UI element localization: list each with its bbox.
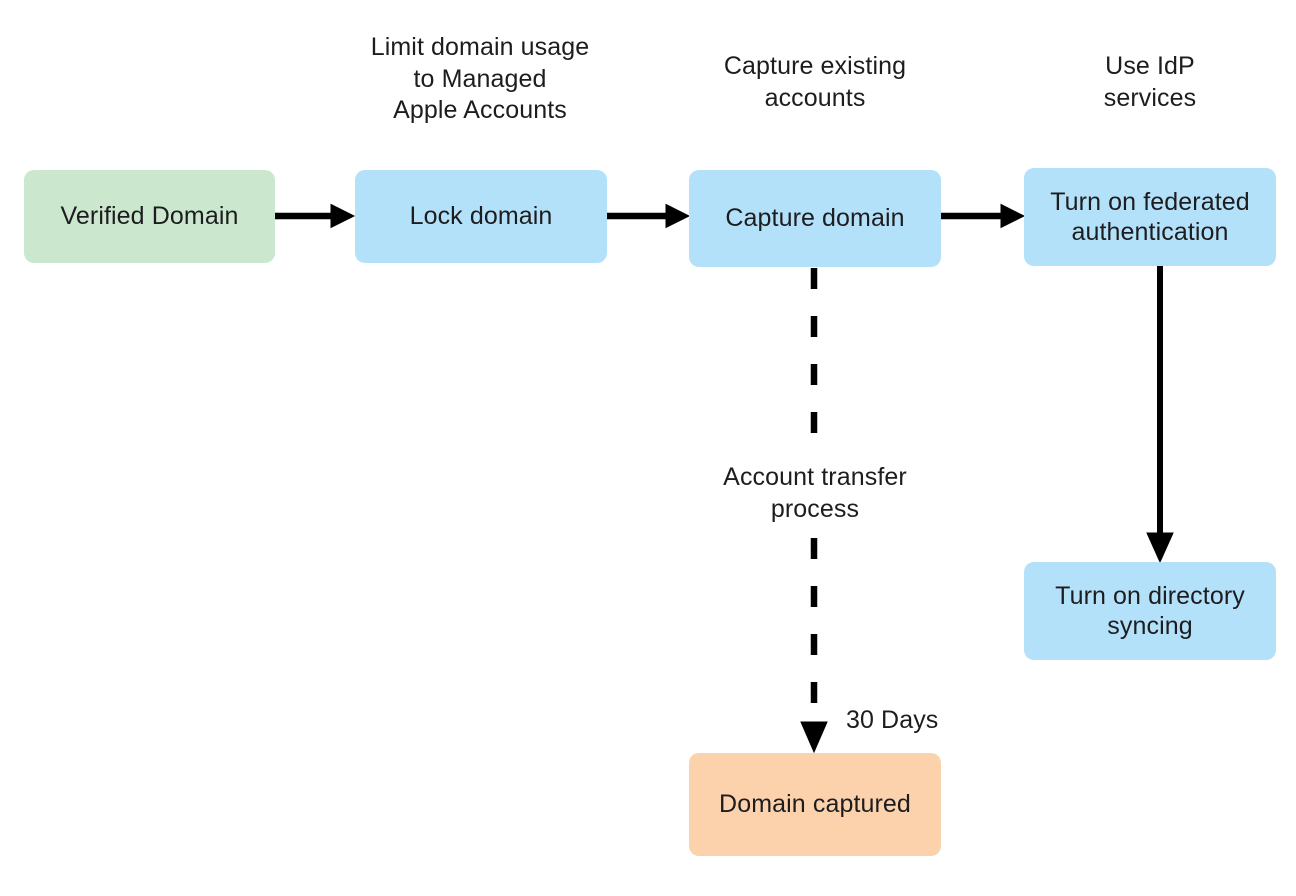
connector-federated-to-directory-syncing — [1146, 266, 1174, 564]
edge-label-account-transfer-process: Account transfer process — [723, 463, 907, 523]
node-turn-on-directory-syncing[interactable]: Turn on directory syncing — [1024, 562, 1276, 660]
connector-lock-to-capture — [607, 203, 691, 229]
node-lock-domain[interactable]: Lock domain — [355, 170, 607, 263]
connector-verified-to-lock — [275, 203, 356, 229]
node-capture-domain[interactable]: Capture domain — [689, 170, 941, 267]
caption-limit-domain-usage: Limit domain usage to Managed Apple Acco… — [370, 33, 590, 124]
connector-capture-to-federated — [941, 203, 1026, 229]
caption-capture-existing-accounts: Capture existing accounts — [723, 52, 907, 112]
node-verified-domain[interactable]: Verified Domain — [24, 170, 275, 263]
caption-use-idp-services: Use IdP services — [1103, 52, 1197, 112]
node-domain-captured[interactable]: Domain captured — [689, 753, 941, 856]
node-turn-on-federated-authentication[interactable]: Turn on federated authentication — [1024, 168, 1276, 266]
edge-label-30-days: 30 Days — [846, 706, 939, 734]
